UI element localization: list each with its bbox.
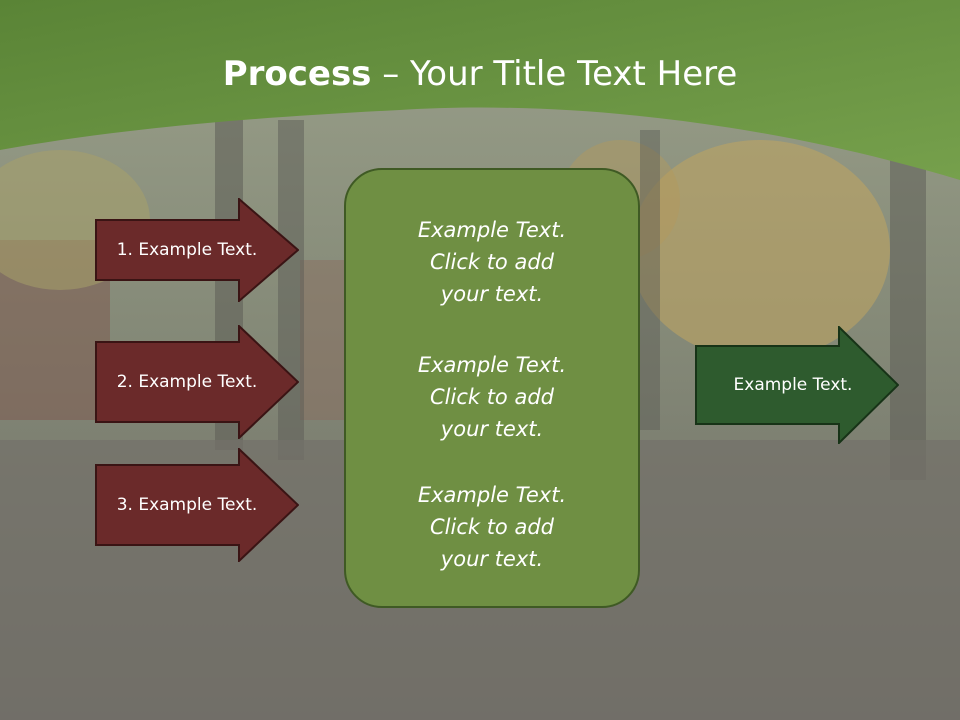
center-item-line: your text. <box>440 547 544 571</box>
step-label-3: 3. Example Text. <box>116 495 258 515</box>
center-item-line: Example Text. <box>417 483 567 507</box>
output-arrow-shape <box>695 326 899 444</box>
center-item-line: your text. <box>440 282 544 306</box>
slide-title: Process – Your Title Text Here <box>0 52 960 96</box>
title-rest: – Your Title Text Here <box>371 54 738 94</box>
center-item-line: Click to add <box>429 515 554 539</box>
center-item-line: your text. <box>440 417 544 441</box>
step-arrow-2[interactable]: 2. Example Text. <box>95 325 299 439</box>
center-item-line: Example Text. <box>417 218 567 242</box>
output-label: Example Text. <box>733 375 853 395</box>
center-item-line: Click to add <box>429 250 554 274</box>
center-item-2[interactable]: Example Text. Click to add your text. <box>346 349 638 445</box>
step-arrow-shape <box>95 325 299 439</box>
center-item-line: Example Text. <box>417 353 567 377</box>
step-arrow-3[interactable]: 3. Example Text. <box>95 448 299 562</box>
center-item-line: Click to add <box>429 385 554 409</box>
center-item-3[interactable]: Example Text. Click to add your text. <box>346 479 638 575</box>
center-text-box[interactable]: Example Text. Click to add your text. Ex… <box>344 168 640 608</box>
step-arrow-shape <box>95 198 299 302</box>
step-label-2: 2. Example Text. <box>116 372 258 392</box>
output-arrow[interactable]: Example Text. <box>695 326 899 444</box>
step-arrow-shape <box>95 448 299 562</box>
center-item-1[interactable]: Example Text. Click to add your text. <box>346 214 638 310</box>
step-arrow-1[interactable]: 1. Example Text. <box>95 198 299 312</box>
step-label-1: 1. Example Text. <box>116 240 258 260</box>
title-bold: Process <box>222 54 372 94</box>
